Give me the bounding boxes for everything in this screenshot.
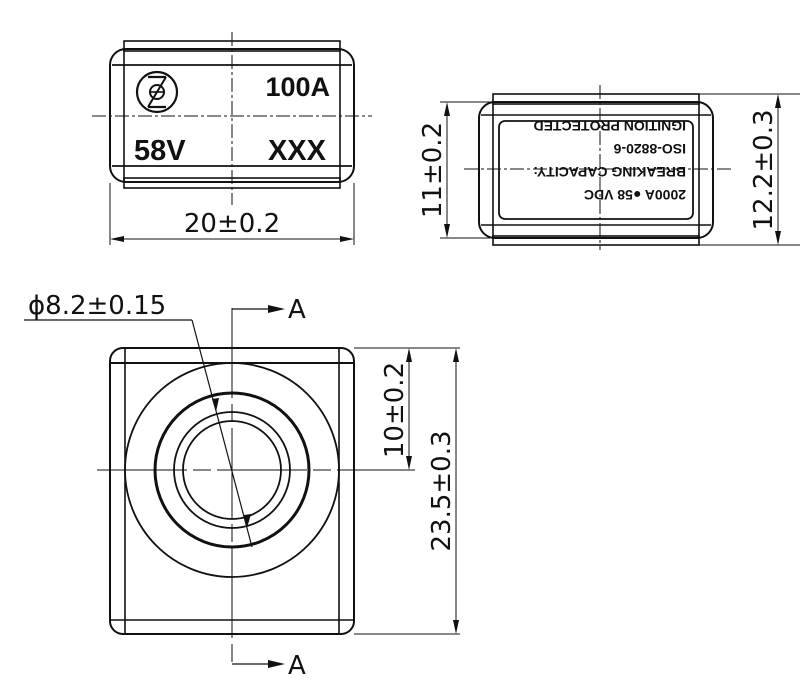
diameter-leader-line [191,319,253,548]
rotated-label-text: IGNITION PROTECTED ISO-8820-6 BREAKING C… [533,118,686,203]
code-label: XXX [268,135,327,167]
side-view: IGNITION PROTECTED ISO-8820-6 BREAKING C… [418,85,800,250]
outer-height-dimension-text: 12.2±0.3 [749,109,779,230]
circle-z-logo-icon [135,70,179,114]
label-line-4: IGNITION PROTECTED [534,118,686,134]
total-height-dimension-text: 23.5±0.3 [427,430,457,551]
section-mark-top: A [288,295,306,325]
side-view-label-plate [498,120,694,220]
width-dimension-text: 20±0.2 [184,209,280,239]
front-view: ϕ8.2±0.15 A A 10±0.2 23.5±0.3 [24,291,460,681]
rating-voltage-label: 58V [134,135,186,167]
hole-diameter-dimension-text: ϕ8.2±0.15 [28,291,166,321]
inner-height-dimension-text: 11±0.2 [418,122,448,218]
label-line-2: BREAKING CAPACITY: [533,164,686,180]
label-line-3: ISO-8820-6 [613,141,686,157]
label-line-1: 2000A ●58 VDC [584,187,686,203]
top-view: 100A 58V XXX 20±0.2 [92,32,372,245]
rating-current-label: 100A [265,72,330,102]
center-height-dimension-text: 10±0.2 [380,362,410,458]
side-view-body [478,101,714,239]
section-mark-bottom: A [288,651,306,681]
